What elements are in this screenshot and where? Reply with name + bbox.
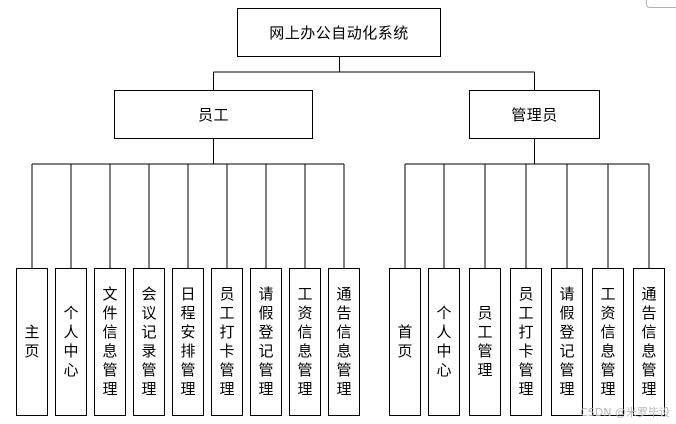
module-node-employee-2: 文件信息管理	[94, 268, 126, 416]
module-node-admin-6: 通告信息管理	[633, 268, 665, 416]
module-label: 员工管理	[477, 304, 493, 379]
module-label: 个人中心	[63, 304, 79, 379]
module-label: 个人中心	[436, 304, 452, 379]
group-node-admin: 管理员	[469, 90, 600, 139]
module-node-employee-1: 个人中心	[55, 268, 87, 416]
module-label: 工资信息管理	[297, 285, 313, 398]
watermark: CSDN @米罗毕设	[580, 406, 670, 419]
module-node-employee-6: 请假登记管理	[250, 268, 282, 416]
module-node-admin-5: 工资信息管理	[592, 268, 624, 416]
module-node-employee-0: 主页	[16, 268, 48, 416]
module-node-admin-2: 员工管理	[469, 268, 501, 416]
module-label: 请假登记管理	[559, 285, 575, 398]
group-node-employee: 员工	[114, 90, 313, 139]
module-label: 文件信息管理	[102, 285, 118, 398]
module-label: 日程安排管理	[180, 285, 196, 398]
module-label: 通告信息管理	[336, 285, 352, 398]
module-node-admin-0: 首页	[389, 268, 421, 416]
group-label-employee: 员工	[197, 106, 229, 124]
module-label: 会议记录管理	[141, 285, 157, 398]
module-label: 首页	[397, 323, 413, 360]
module-node-admin-1: 个人中心	[428, 268, 460, 416]
module-node-employee-7: 工资信息管理	[289, 268, 321, 416]
module-node-employee-8: 通告信息管理	[328, 268, 360, 416]
corner-decoration	[646, 0, 676, 8]
module-node-admin-3: 员工打卡管理	[510, 268, 542, 416]
module-node-employee-3: 会议记录管理	[133, 268, 165, 416]
module-label: 工资信息管理	[600, 285, 616, 398]
module-label: 员工打卡管理	[219, 285, 235, 398]
root-label: 网上办公自动化系统	[269, 24, 409, 42]
module-node-admin-4: 请假登记管理	[551, 268, 583, 416]
module-label: 员工打卡管理	[518, 285, 534, 398]
module-node-employee-5: 员工打卡管理	[211, 268, 243, 416]
root-node: 网上办公自动化系统	[237, 8, 441, 57]
module-label: 主页	[24, 323, 40, 360]
module-label: 通告信息管理	[641, 285, 657, 398]
group-label-admin: 管理员	[511, 106, 558, 124]
module-label: 请假登记管理	[258, 285, 274, 398]
module-node-employee-4: 日程安排管理	[172, 268, 204, 416]
